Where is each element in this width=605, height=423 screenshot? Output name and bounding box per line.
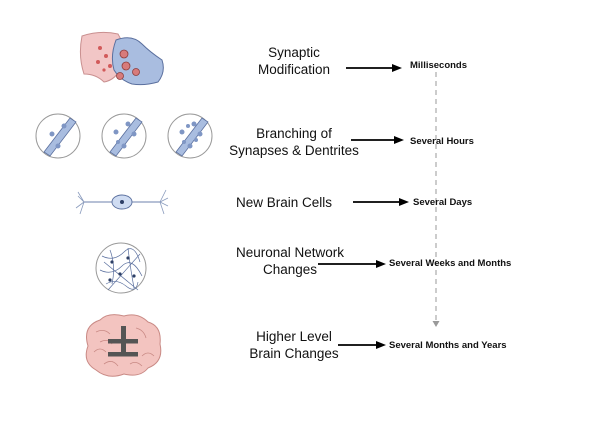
stage-label-network: Neuronal Network Changes <box>228 244 352 278</box>
stage-label-line2: Changes <box>262 262 318 277</box>
time-label-weeks-months: Several Weeks and Months <box>389 258 512 269</box>
arrow-brain <box>338 341 386 349</box>
time-label-months-years: Several Months and Years <box>389 340 507 351</box>
synapse-icon <box>79 31 164 86</box>
time-label-milliseconds: Milliseconds <box>410 60 468 71</box>
stage-label-line1: Neuronal Network <box>235 245 345 260</box>
arrow-network <box>318 260 386 268</box>
dendrite-branching-icon <box>35 113 213 159</box>
timeline-arrowhead <box>432 321 440 327</box>
stage-label-new-cells: New Brain Cells <box>224 194 344 211</box>
neural-network-icon <box>95 242 147 294</box>
stage-label-line1: Synaptic <box>268 45 320 60</box>
time-label-several-days: Several Days <box>413 197 473 208</box>
brain-icon <box>85 314 162 377</box>
stage-label-line1: New Brain Cells <box>235 195 333 210</box>
stage-label-line1: Higher Level <box>256 329 332 344</box>
neuron-icon <box>75 189 169 215</box>
arrow-synaptic <box>346 64 402 72</box>
stage-label-synaptic: Synaptic Modification <box>234 44 354 78</box>
stage-label-brain: Higher Level Brain Changes <box>236 328 352 362</box>
arrow-branching <box>351 136 404 144</box>
stage-label-line1: Branching of <box>256 126 332 141</box>
stage-label-line2: Synapses & Dentrites <box>229 143 359 158</box>
arrow-new-cells <box>353 198 409 206</box>
stage-label-line2: Modification <box>257 62 331 77</box>
stage-label-branching: Branching of Synapses & Dentrites <box>224 125 364 159</box>
time-label-several-hours: Several Hours <box>410 136 474 147</box>
stage-label-line2: Brain Changes <box>249 346 339 361</box>
